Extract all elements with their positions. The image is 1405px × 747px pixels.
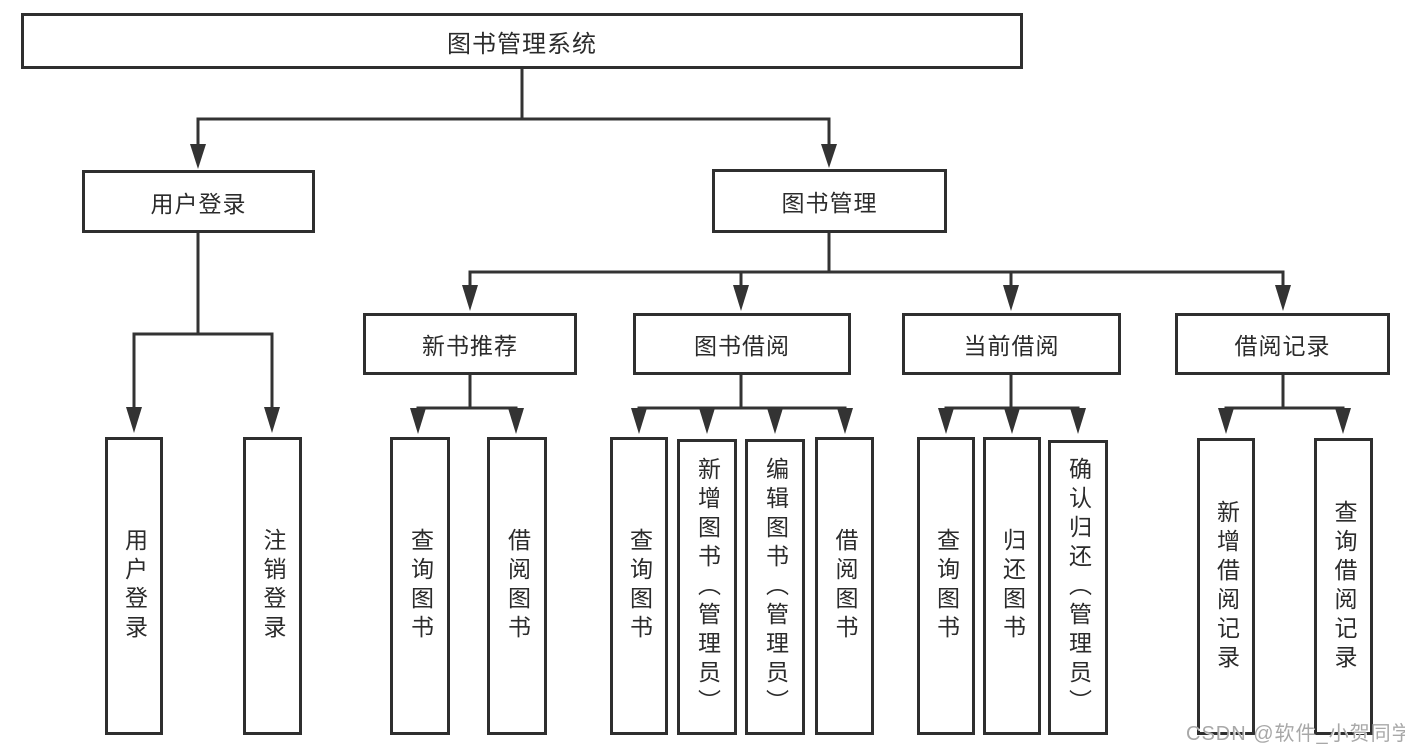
node-user-login-label: 用户登录 <box>150 190 247 217</box>
arrowhead-icon <box>938 408 954 434</box>
node-root-label: 图书管理系统 <box>447 30 597 58</box>
edge-book-borrow-children <box>637 373 847 410</box>
arrowhead-icon <box>631 408 647 434</box>
node-leaf-query-borrow-record: 查询借阅记录 <box>1314 438 1373 735</box>
edge-borrow-records-children <box>1224 373 1345 410</box>
node-leaf-edit-book-admin: 编辑图书（管理员） <box>745 439 805 735</box>
node-borrow-records: 借阅记录 <box>1175 313 1390 375</box>
arrowhead-icon <box>1070 408 1086 434</box>
arrowhead-icon <box>1335 408 1351 434</box>
arrowhead-icon <box>508 408 524 434</box>
node-leaf-add-borrow-record: 新增借阅记录 <box>1197 438 1255 735</box>
arrowhead-icon <box>126 407 142 433</box>
edge-user-login-children <box>132 231 274 412</box>
node-leaf-query-books-recommend: 查询图书 <box>390 437 450 735</box>
node-leaf-confirm-return-admin: 确认归还（管理员） <box>1048 440 1108 735</box>
leaf-label: 用户登录 <box>121 528 148 644</box>
leaf-label: 新增借阅记录 <box>1213 499 1240 674</box>
arrowhead-icon <box>264 407 280 433</box>
node-book-management-label: 图书管理 <box>781 190 878 216</box>
arrowhead-icon <box>462 285 478 311</box>
leaf-label: 借阅图书 <box>832 528 858 644</box>
arrowhead-icon <box>1004 408 1020 434</box>
leaf-label: 查询借阅记录 <box>1331 499 1357 674</box>
node-leaf-query-books-current: 查询图书 <box>917 437 975 735</box>
leaf-label: 确认归还（管理员） <box>1065 457 1092 718</box>
leaf-label: 查询图书 <box>407 528 434 644</box>
leaf-label: 新增图书（管理员） <box>694 456 721 718</box>
leaf-label: 注销登录 <box>260 528 286 644</box>
node-root: 图书管理系统 <box>21 13 1023 69</box>
leaf-label: 编辑图书（管理员） <box>762 456 789 718</box>
arrowhead-icon <box>733 285 749 311</box>
edge-current-borrow-children <box>944 373 1080 410</box>
node-current-borrow-label: 当前借阅 <box>963 333 1060 359</box>
arrowhead-icon <box>837 408 853 434</box>
leaf-label: 借阅图书 <box>504 528 531 644</box>
node-leaf-query-books-borrow: 查询图书 <box>610 437 668 735</box>
node-user-login: 用户登录 <box>82 170 315 233</box>
node-new-book-recommend: 新书推荐 <box>363 313 577 375</box>
node-leaf-borrow-books-2: 借阅图书 <box>815 437 874 735</box>
node-borrow-records-label: 借阅记录 <box>1234 333 1331 359</box>
node-leaf-user-login: 用户登录 <box>105 437 163 735</box>
edge-new-book-recommend-children <box>416 373 518 410</box>
arrowhead-icon <box>699 408 715 434</box>
node-leaf-borrow-books-recommend: 借阅图书 <box>487 437 547 735</box>
leaf-label: 查询图书 <box>626 528 653 644</box>
node-book-borrow: 图书借阅 <box>633 313 851 375</box>
edge-root-to-level2 <box>196 67 831 148</box>
node-book-management: 图书管理 <box>712 169 947 233</box>
arrowhead-icon <box>410 408 426 434</box>
node-new-book-recommend-label: 新书推荐 <box>422 333 518 359</box>
arrowhead-icon <box>1275 285 1291 311</box>
arrowhead-icon <box>767 408 783 434</box>
arrowhead-icon <box>1218 408 1234 434</box>
arrowhead-icon <box>1003 285 1019 311</box>
node-leaf-return-book: 归还图书 <box>983 437 1041 735</box>
node-book-borrow-label: 图书借阅 <box>694 333 790 359</box>
leaf-label: 归还图书 <box>999 528 1026 644</box>
node-leaf-logout: 注销登录 <box>243 437 302 735</box>
arrowhead-icon <box>821 144 837 168</box>
node-leaf-add-book-admin: 新增图书（管理员） <box>677 439 737 735</box>
edge-book-management-children <box>468 231 1285 290</box>
leaf-label: 查询图书 <box>933 528 960 644</box>
node-current-borrow: 当前借阅 <box>902 313 1121 375</box>
arrowhead-icon <box>190 144 206 169</box>
watermark: CSDN @软件_小贺同学 <box>1186 723 1405 745</box>
